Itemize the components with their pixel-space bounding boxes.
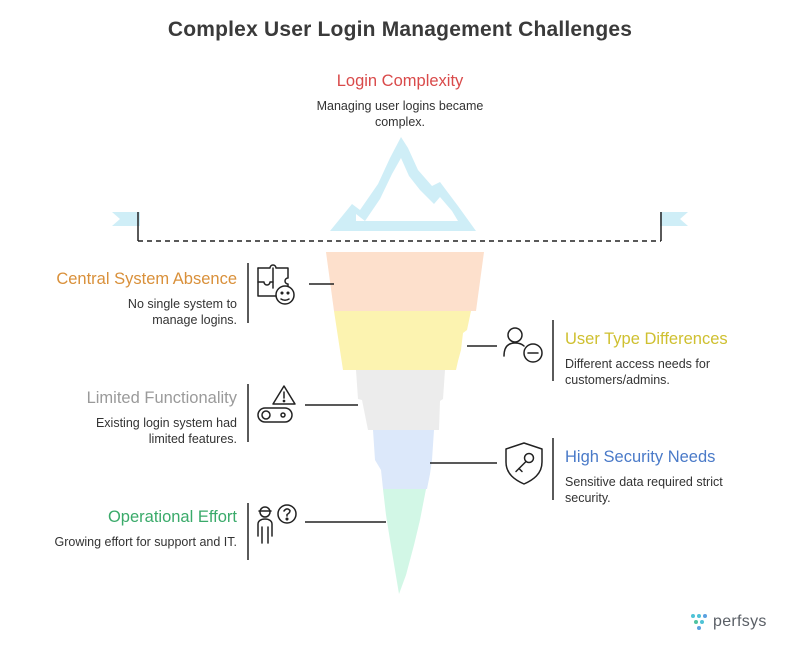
central-system-description: No single system to manage logins.	[127, 297, 237, 327]
layer-central-system	[326, 252, 484, 311]
user-type-description: Different access needs for customers/adm…	[565, 357, 710, 387]
user-type-heading: User Type Differences	[565, 330, 728, 348]
login-complexity-heading: Login Complexity	[336, 72, 464, 90]
layer-limited-functionality	[356, 370, 445, 430]
puzzle-face-icon	[257, 264, 295, 305]
section-central-system-absence: Central System Absence No single system …	[30, 269, 237, 328]
layer-operational-effort	[383, 489, 426, 594]
operational-effort-heading: Operational Effort	[107, 508, 237, 526]
layer-user-type	[334, 311, 471, 370]
section-limited-functionality: Limited Functionality Existing login sys…	[30, 388, 237, 447]
section-high-security-needs: High Security Needs Sensitive data requi…	[565, 447, 765, 506]
perfsys-logo-text: perfsys	[713, 613, 767, 630]
high-security-description: Sensitive data required strict security.	[565, 475, 723, 505]
perfsys-logo-icon	[691, 614, 707, 630]
person-question-icon	[257, 504, 297, 544]
login-complexity-description: Managing user logins became complex.	[316, 99, 484, 129]
high-security-heading: High Security Needs	[565, 448, 716, 466]
limited-functionality-description: Existing login system had limited featur…	[95, 416, 237, 446]
section-operational-effort: Operational Effort Growing effort for su…	[30, 507, 237, 551]
perfsys-logo: perfsys	[690, 613, 767, 631]
waterline-flag-right	[660, 212, 688, 226]
operational-effort-description: Growing effort for support and IT.	[54, 535, 237, 549]
section-user-type-differences: User Type Differences Different access n…	[565, 329, 760, 388]
user-minus-icon	[503, 327, 543, 363]
shield-key-icon	[505, 442, 543, 485]
waterline-flag-left	[112, 212, 140, 226]
section-login-complexity: Login Complexity Managing user logins be…	[290, 71, 510, 130]
layer-high-security	[373, 430, 434, 489]
iceberg-tip	[330, 137, 476, 231]
warning-toggle-icon	[257, 385, 296, 423]
central-system-heading: Central System Absence	[56, 270, 237, 288]
limited-functionality-heading: Limited Functionality	[86, 389, 237, 407]
diagram-title: Complex User Login Management Challenges	[167, 18, 633, 41]
